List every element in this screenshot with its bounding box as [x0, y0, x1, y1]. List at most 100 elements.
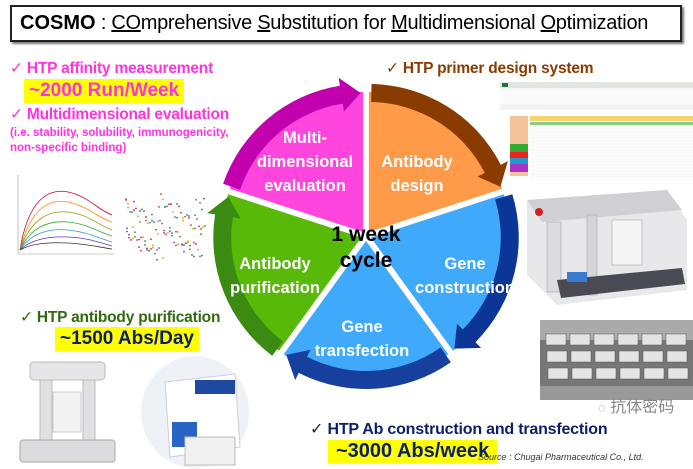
purification-instrument-image: [5, 352, 130, 469]
scatter-dot: [133, 209, 135, 211]
scatter-dot: [144, 240, 146, 242]
scatter-dot: [201, 254, 203, 257]
scatter-dot: [195, 243, 197, 245]
scatter-dot: [149, 221, 151, 224]
scatter-dot: [156, 258, 158, 261]
scatter-dot: [132, 226, 134, 228]
scatter-dot: [161, 222, 163, 225]
scatter-dot: [177, 231, 179, 233]
chat-bubble-icon: ◌: [598, 400, 606, 415]
check-icon: ✓: [10, 60, 23, 77]
scatter-dot: [145, 216, 147, 218]
scatter-dot: [186, 214, 188, 216]
wedge-gene-transfection: [283, 241, 449, 382]
scatter-dot: [170, 203, 172, 206]
scatter-dot: [204, 224, 206, 227]
scatter-dot: [166, 205, 168, 208]
arrow-gene-construction: [454, 194, 519, 349]
scatter-dot: [190, 224, 192, 227]
scatter-dot: [193, 255, 195, 258]
purification-kit-image: [141, 356, 249, 468]
plate-stack: [595, 367, 617, 380]
multidim-note: (i.e. stability, solubility, immunogenic…: [10, 127, 229, 154]
scatter-dot: [203, 197, 205, 200]
scatter-dot: [167, 231, 169, 234]
scatter-dot: [157, 233, 159, 235]
scatter-dot: [163, 229, 165, 232]
scatter-dot: [165, 233, 167, 236]
scatter-dot: [137, 215, 139, 218]
arrow-gene-transfection: [286, 347, 451, 390]
plate-stack: [571, 367, 593, 380]
scatter-dot: [141, 208, 143, 211]
wedge-multidimensional-evaluation: [229, 91, 364, 233]
scatter-dot: [162, 198, 164, 201]
scatter-dot: [185, 242, 187, 245]
scatter-dot: [201, 208, 203, 211]
scatter-dot: [187, 241, 189, 244]
watermark: ◌ 抗体密码: [598, 399, 675, 416]
scatter-dot: [128, 233, 130, 236]
scatter-dot: [150, 248, 152, 250]
scatter-dot: [200, 233, 202, 235]
scatter-dot: [131, 211, 133, 213]
scatter-dot: [182, 217, 184, 219]
plate-stack: [546, 350, 568, 363]
wedge-antibody-design: [368, 91, 503, 232]
purification-throughput: ~1500 Abs/Day: [55, 327, 199, 351]
scatter-dot: [192, 227, 194, 230]
scatter-dot: [189, 248, 191, 251]
scatter-dot: [180, 211, 182, 214]
scatter-dot: [152, 246, 154, 249]
spreadsheet-image: [500, 82, 693, 182]
plate-stack: [619, 367, 641, 380]
scatter-dot: [125, 198, 127, 200]
scatter-dot: [146, 249, 148, 251]
scatter-dot: [194, 214, 196, 217]
plate-stack: [617, 333, 639, 346]
scatter-dot: [195, 198, 197, 201]
scatter-dot: [188, 215, 190, 217]
scatter-dot: [183, 250, 185, 253]
scatter-dot: [129, 211, 131, 213]
scatter-dot: [172, 211, 174, 213]
check-icon: ✓: [10, 106, 23, 123]
scatter-dot: [132, 237, 134, 240]
arrow-antibody-purification: [207, 196, 283, 356]
construction-throughput: ~3000 Abs/week: [328, 440, 498, 463]
scatter-dot: [140, 236, 142, 239]
scatter-dot: [175, 244, 177, 247]
scatter-dot: [146, 247, 148, 250]
plate-stack: [594, 350, 616, 363]
scatter-dot: [199, 201, 201, 204]
plate-stack: [667, 367, 689, 380]
scatter-dot: [199, 255, 201, 258]
scatter-dot: [130, 239, 132, 241]
scatter-dot: [147, 222, 149, 225]
scatter-dot: [200, 228, 202, 230]
scatter-dot: [134, 231, 136, 234]
scatter-dot: [150, 238, 152, 241]
scatter-dot: [159, 219, 161, 222]
feature-affinity: ✓ HTP affinity measurement: [10, 60, 214, 77]
scatter-dot: [144, 244, 146, 246]
scatter-dot: [176, 216, 178, 219]
scatter-dot: [152, 244, 154, 247]
scatter-plot-image: [118, 180, 210, 270]
scatter-dot: [198, 225, 200, 228]
scatter-dot: [181, 243, 183, 246]
scatter-dot: [197, 248, 199, 251]
scatter-dot: [179, 235, 181, 238]
check-icon: ✓: [386, 60, 399, 77]
binding-curves-chart-image: [8, 170, 116, 262]
scatter-dot: [143, 210, 145, 212]
scatter-dot: [140, 249, 142, 252]
page-title: COSMO : COmprehensive Substitution for M…: [10, 5, 682, 42]
scatter-dot: [139, 221, 141, 223]
